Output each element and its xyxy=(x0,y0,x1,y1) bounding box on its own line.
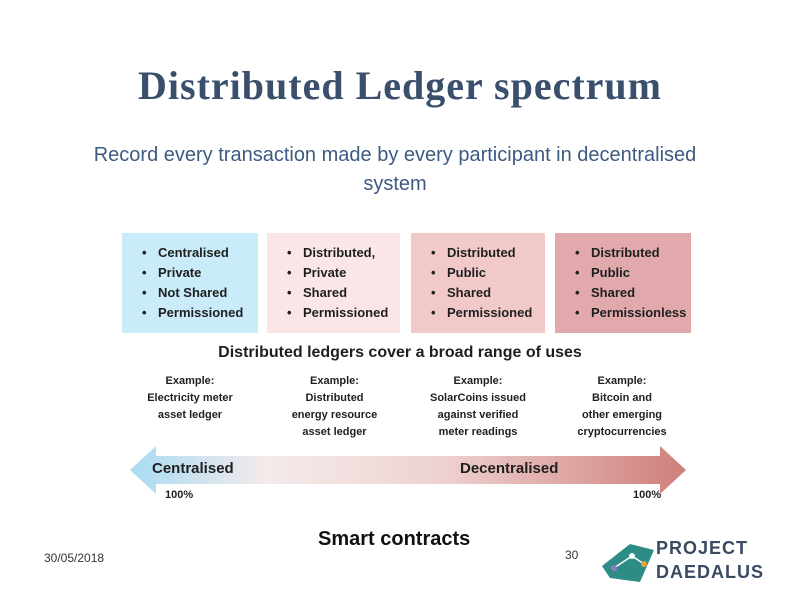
example-line: meter readings xyxy=(438,426,518,438)
logo-node xyxy=(629,553,635,559)
example-line: other emerging xyxy=(581,409,663,421)
example-electricity-meter: Example: Electricity meter asset ledger xyxy=(130,373,250,424)
spectrum-arrow-graphic xyxy=(130,446,686,494)
spectrum-box-distributed-private: Distributed, Private Shared Permissioned xyxy=(267,233,400,333)
spectrum-arrow-shape xyxy=(130,446,686,494)
bullet-item: Shared xyxy=(431,283,537,303)
bullet-item: Permissioned xyxy=(431,303,537,323)
bullet-item: Permissionless xyxy=(575,303,686,323)
example-line: asset ledger xyxy=(157,409,223,421)
bullet-item: Distributed, xyxy=(287,243,392,263)
example-line: Example: xyxy=(165,375,215,387)
spectrum-box-centralised: Centralised Private Not Shared Permissio… xyxy=(122,233,258,333)
band-heading: Distributed ledgers cover a broad range … xyxy=(218,344,582,361)
bullet-item: Distributed xyxy=(575,243,683,263)
example-line: against verified xyxy=(437,409,519,421)
logo-text-project: PROJECT xyxy=(656,538,749,558)
bullet-item: Public xyxy=(575,263,683,283)
bullet-item: Centralised xyxy=(142,243,250,263)
spectrum-arrow xyxy=(130,446,686,494)
bullet-item: Private xyxy=(142,263,250,283)
percent-left: 100% xyxy=(165,489,194,501)
example-line: Bitcoin and xyxy=(592,392,652,404)
example-line: cryptocurrencies xyxy=(577,426,667,438)
example-line: Electricity meter xyxy=(147,392,233,404)
daedalus-logo-icon xyxy=(602,544,654,582)
example-line: energy resource xyxy=(291,409,378,421)
example-line: Example: xyxy=(453,375,503,387)
example-line: Example: xyxy=(310,375,359,387)
logo-node xyxy=(641,561,647,567)
example-line: Distributed xyxy=(305,392,364,404)
spectrum-box-public-permissioned: Distributed Public Shared Permissioned xyxy=(411,233,545,333)
example-bitcoin: Example: Bitcoin and other emerging cryp… xyxy=(558,373,686,441)
percent-right: 100% xyxy=(633,489,662,501)
logo-shape xyxy=(602,544,654,582)
logo-line xyxy=(613,555,633,569)
bullet-item: Shared xyxy=(287,283,392,303)
bullet-item: Public xyxy=(431,263,537,283)
bullet-item: Permissioned xyxy=(142,303,250,323)
bullet-item: Private xyxy=(287,263,392,283)
slide-title: Distributed Ledger spectrum xyxy=(138,63,662,108)
bullet-item: Permissioned xyxy=(287,303,392,323)
bullet-item: Distributed xyxy=(431,243,537,263)
arrow-label-decentralised: Decentralised xyxy=(460,460,559,477)
example-line: asset ledger xyxy=(302,426,367,438)
slide-date: 30/05/2018 xyxy=(44,551,105,565)
logo-node xyxy=(611,565,617,571)
spectrum-box-permissionless: Distributed Public Shared Permissionless xyxy=(555,233,691,333)
smart-contracts-heading: Smart contracts xyxy=(318,528,471,550)
bullet-item: Not Shared xyxy=(142,283,250,303)
example-distributed-energy: Example: Distributed energy resource ass… xyxy=(272,373,397,441)
example-solarcoins: Example: SolarCoins issued against verif… xyxy=(413,373,543,441)
slide-subtitle: Record every transaction made by every p… xyxy=(93,144,697,195)
page-number: 30 xyxy=(565,548,579,562)
example-line: SolarCoins issued xyxy=(430,392,526,404)
logo-text-daedalus: DAEDALUS xyxy=(656,562,765,582)
bullet-item: Shared xyxy=(575,283,683,303)
example-line: Example: xyxy=(597,375,647,387)
arrow-label-centralised: Centralised xyxy=(152,460,234,477)
